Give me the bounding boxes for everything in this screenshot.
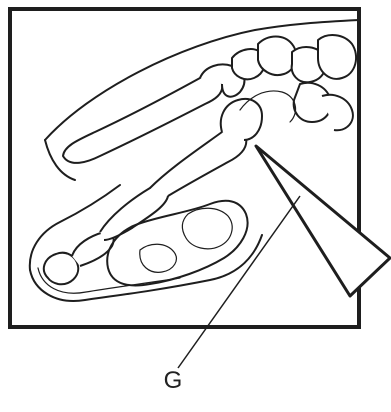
callout-label-g: G (161, 369, 185, 393)
